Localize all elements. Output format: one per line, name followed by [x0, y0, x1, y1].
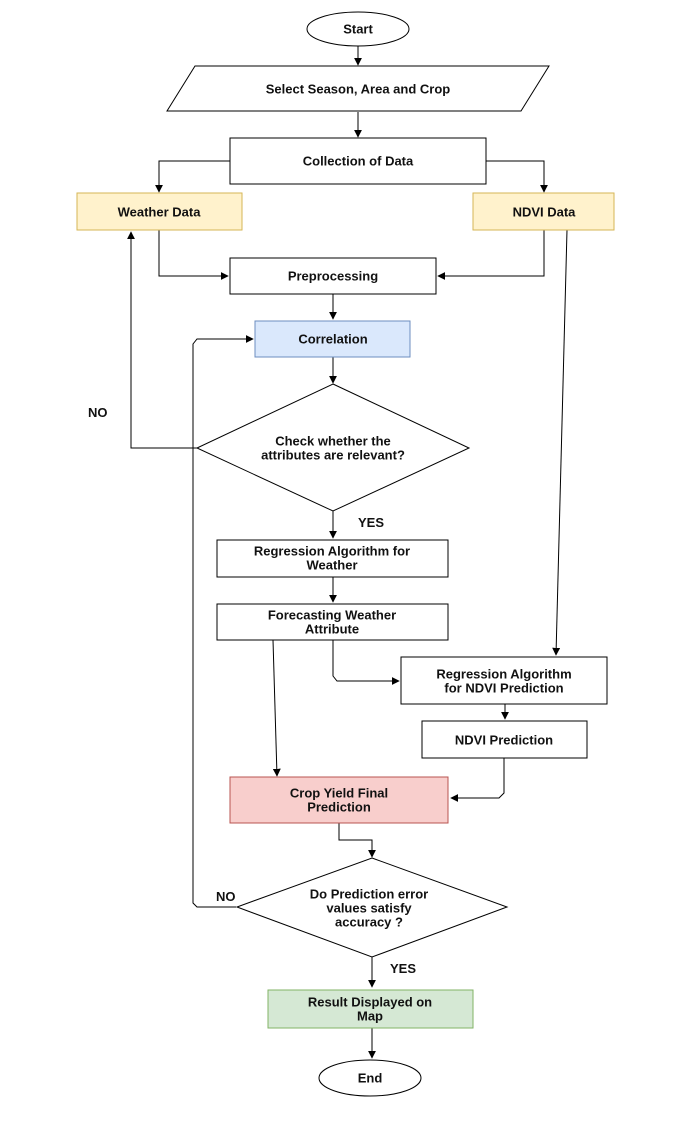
check-line-2: attributes are relevant? [261, 448, 405, 463]
ndvi-prediction-node: NDVI Prediction [421, 720, 588, 759]
collection-line-1: Collection of Data [303, 154, 414, 169]
correlation-line-1: Correlation [298, 332, 367, 347]
edge-ndvi-preprocessing [437, 230, 545, 280]
correlation-node: Correlation [254, 320, 411, 358]
regression-ndvi-line-2: for NDVI Prediction [444, 681, 563, 696]
edge-forecasting-cropyield [272, 639, 281, 777]
ndvi-prediction-label: NDVI Prediction [455, 733, 553, 748]
end-label: End [358, 1071, 383, 1086]
edge-weather-preprocessing [158, 230, 229, 280]
start-terminator: Start [306, 11, 410, 47]
check-line-1: Check whether the [275, 434, 391, 449]
ndvi-line-1: NDVI Data [513, 205, 577, 220]
crop-yield-line-1: Crop Yield Final [290, 786, 388, 801]
start-label: Start [343, 22, 373, 37]
weather-line-1: Weather Data [118, 205, 202, 220]
edge-ndvi-prediction-cropyield [450, 758, 505, 802]
regression-weather-line-1: Regression Algorithm for [254, 544, 410, 559]
select-label: Select Season, Area and Crop [266, 82, 451, 97]
end-line-1: End [358, 1071, 383, 1086]
edge-check-no-weather [127, 231, 197, 449]
ndvi-data-label: NDVI Data [513, 205, 577, 220]
preprocessing-node: Preprocessing [229, 257, 437, 295]
result-line-2: Map [357, 1009, 383, 1024]
regression-weather-line-2: Weather [306, 558, 357, 573]
collection-node: Collection of Data [229, 137, 487, 185]
error-no-label: NO [216, 889, 236, 904]
edge-ndvi-regression-ndvi [552, 229, 568, 656]
check-yes-label: YES [358, 515, 384, 530]
preprocessing-label: Preprocessing [288, 269, 378, 284]
ndvi-prediction-line-1: NDVI Prediction [455, 733, 553, 748]
result-line-1: Result Displayed on [308, 995, 432, 1010]
crop-yield-line-2: Prediction [307, 800, 371, 815]
start-line-1: Start [343, 22, 373, 37]
regression-ndvi-line-1: Regression Algorithm [436, 667, 571, 682]
weather-data-node: Weather Data [76, 192, 243, 231]
edge-forecasting-regression-ndvi [332, 640, 400, 685]
select-input-node: Select Season, Area and Crop [166, 65, 550, 112]
edge-collection-weather [155, 160, 230, 193]
forecasting-line-1: Forecasting Weather [268, 608, 396, 623]
edge-errorcheck-no-correlation [192, 335, 254, 908]
collection-label: Collection of Data [303, 154, 414, 169]
error-check-line-2: values satisfy [326, 901, 412, 916]
check-no-label: NO [88, 405, 108, 420]
error-yes-label: YES [390, 961, 416, 976]
weather-data-label: Weather Data [118, 205, 202, 220]
ndvi-data-node: NDVI Data [472, 192, 615, 231]
forecasting-line-2: Attribute [305, 622, 359, 637]
error-check-line-3: accuracy ? [335, 915, 403, 930]
edge-collection-ndvi [486, 160, 548, 193]
end-terminator: End [318, 1059, 422, 1097]
edge-cropyield-errorcheck [338, 823, 376, 858]
preprocessing-line-1: Preprocessing [288, 269, 378, 284]
correlation-label: Correlation [298, 332, 367, 347]
select-line-1: Select Season, Area and Crop [266, 82, 451, 97]
error-check-line-1: Do Prediction error [310, 887, 428, 902]
